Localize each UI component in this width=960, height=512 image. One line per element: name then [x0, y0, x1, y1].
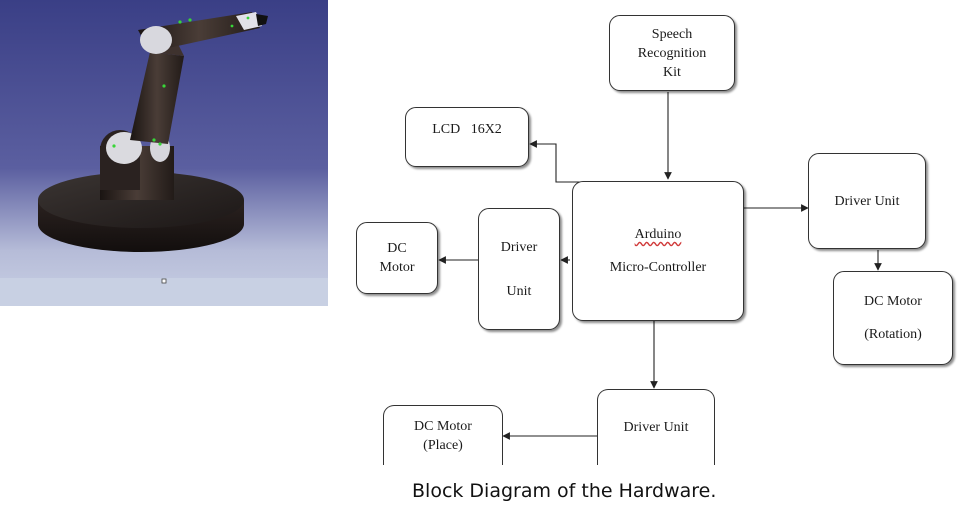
- dc-left-line-2: Motor: [379, 260, 415, 275]
- speech-recognition-kit-box: Speech Recognition Kit: [609, 15, 735, 91]
- arrow-arduino-to-lcd: [529, 140, 582, 183]
- speech-line-2: Recognition: [637, 45, 707, 61]
- driver-bottom-label: Driver Unit: [623, 420, 689, 435]
- figure-caption: Block Diagram of the Hardware.: [412, 480, 717, 502]
- arduino-label: Arduino: [634, 227, 682, 242]
- dc-left-line-1: DC: [387, 241, 407, 256]
- arduino-box: Arduino Micro-Controller: [572, 181, 744, 321]
- driver-left-line-2: Unit: [506, 283, 532, 299]
- speech-line-3: Kit: [663, 64, 681, 80]
- driver-left-line-1: Driver: [500, 239, 538, 255]
- dc-motor-rotation-box: DC Motor (Rotation): [833, 271, 953, 365]
- dc-motor-place-box: DC Motor (Place): [383, 405, 503, 465]
- driver-unit-right-box: Driver Unit: [808, 153, 926, 249]
- dc-rotation-line-1: DC Motor: [864, 294, 922, 309]
- lcd-box: LCD 16X2: [405, 107, 529, 167]
- robot-arm-render: [0, 0, 328, 306]
- lcd-label: LCD 16X2: [432, 122, 502, 137]
- dc-place-line-2: (Place): [423, 437, 463, 453]
- driver-right-label: Driver Unit: [834, 193, 900, 209]
- dc-place-line-1: DC Motor: [414, 418, 472, 434]
- dc-rotation-line-2: (Rotation): [864, 327, 922, 342]
- dc-motor-left-box: DC Motor: [356, 222, 438, 294]
- driver-unit-left-box: Driver Unit: [478, 208, 560, 330]
- micro-controller-label: Micro-Controller: [609, 260, 707, 275]
- driver-unit-bottom-box: Driver Unit: [597, 389, 715, 465]
- speech-line-1: Speech: [651, 26, 693, 42]
